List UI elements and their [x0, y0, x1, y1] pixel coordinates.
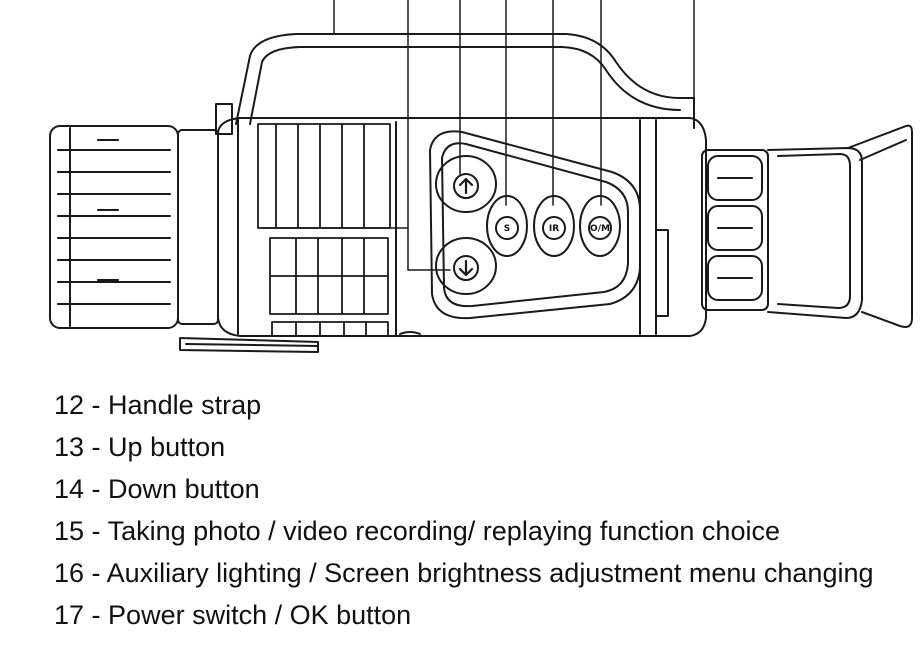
legend-item: 17 - Power switch / OK button	[54, 600, 412, 630]
handle-strap	[215, 33, 695, 135]
legend-number: 17	[54, 600, 85, 630]
legend-number: 16	[54, 558, 85, 588]
mode-button-label: S	[504, 224, 510, 234]
legend-item: 16 - Auxiliary lighting / Screen brightn…	[54, 558, 874, 588]
down-button[interactable]	[435, 237, 497, 295]
legend-number: 12	[54, 390, 85, 420]
power-button[interactable]: O/M	[579, 195, 621, 257]
arrow-up-icon	[458, 177, 474, 195]
power-button-label: O/M	[590, 224, 610, 234]
mode-button[interactable]: S	[486, 195, 528, 257]
legend-number: 15	[54, 516, 85, 546]
legend-text: Power switch / OK button	[108, 600, 412, 630]
ir-button[interactable]: IR	[533, 195, 575, 257]
ir-button-label: IR	[549, 224, 559, 234]
legend-text: Handle strap	[108, 390, 262, 420]
legend-text: Taking photo / video recording/ replayin…	[107, 516, 780, 546]
eyepiece	[701, 124, 913, 328]
legend-item: 13 - Up button	[54, 432, 226, 462]
legend-text: Up button	[108, 432, 226, 462]
arrow-down-icon	[458, 259, 474, 277]
legend-item: 14 - Down button	[54, 474, 260, 504]
grip-ribs	[257, 123, 391, 337]
night-vision-device-diagram: S IR O/M	[49, 0, 913, 353]
legend-item: 15 - Taking photo / video recording/ rep…	[54, 516, 780, 546]
legend-text: Down button	[108, 474, 260, 504]
objective-lens	[49, 125, 219, 329]
legend-item: 12 - Handle strap	[54, 390, 262, 420]
legend-number: 14	[54, 474, 85, 504]
callout-lines	[261, 0, 695, 271]
callout-legend: 12 - Handle strap 13 - Up button 14 - Do…	[54, 384, 914, 636]
legend-text: Auxiliary lighting / Screen brightness a…	[106, 558, 874, 588]
legend-number: 13	[54, 432, 85, 462]
up-button[interactable]	[435, 155, 497, 213]
button-panel	[395, 121, 641, 337]
